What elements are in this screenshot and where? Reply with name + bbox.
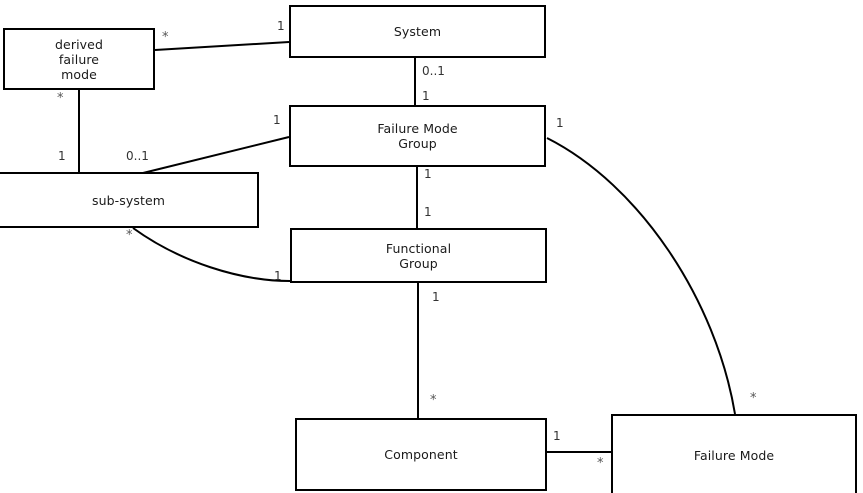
- edge-sub-system-failure-mode-group: [142, 136, 290, 174]
- multiplicity-functional-group-failure-mode-group: 1: [424, 205, 432, 219]
- node-functional-group[interactable]: Functional Group: [290, 228, 547, 283]
- node-label-functional-group: Functional Group: [385, 240, 452, 271]
- node-label-failure-mode: Failure Mode: [693, 447, 775, 463]
- multiplicity-derived-failure-mode-sub-system: *: [57, 91, 64, 106]
- node-label-failure-mode-group: Failure Mode Group: [377, 121, 458, 151]
- node-label-derived-failure-mode: derived failure mode: [55, 36, 103, 82]
- edge-derived-failure-mode-system: [154, 41, 290, 51]
- multiplicity-sub-system-functional-group: *: [126, 228, 133, 243]
- multiplicity-functional-group-component: 1: [432, 290, 440, 304]
- multiplicity-derived-failure-mode-system: *: [162, 30, 169, 45]
- multiplicity-failure-mode-group-functional-group: 1: [424, 167, 432, 181]
- node-system[interactable]: System: [289, 5, 546, 58]
- multiplicity-failure-mode-failure-mode-group: *: [750, 391, 757, 406]
- multiplicity-system-failure-mode-group: 0..1: [422, 64, 445, 78]
- multiplicity-failure-mode-group-failure-mode: 1: [556, 116, 564, 130]
- multiplicity-failure-mode-group-sub-system: 1: [273, 113, 281, 127]
- multiplicity-system-derived-failure-mode: 1: [277, 19, 285, 33]
- multiplicity-failure-mode-component: *: [597, 456, 604, 471]
- node-failure-mode[interactable]: Failure Mode: [611, 414, 857, 493]
- multiplicity-functional-group-sub-system: 1: [274, 269, 282, 283]
- node-label-component: Component: [384, 447, 458, 462]
- multiplicity-component-functional-group: *: [430, 393, 437, 408]
- node-failure-mode-group[interactable]: Failure Mode Group: [289, 105, 546, 167]
- multiplicity-sub-system-derived-failure-mode: 1: [58, 149, 66, 163]
- multiplicity-failure-mode-group-system: 1: [422, 89, 430, 103]
- node-label-system: System: [393, 24, 442, 39]
- multiplicity-sub-system-failure-mode-group: 0..1: [126, 149, 149, 163]
- multiplicity-component-failure-mode: 1: [553, 429, 561, 443]
- edge-failure-mode-group-failure-mode: [546, 137, 736, 415]
- node-sub-system[interactable]: sub-system: [0, 172, 259, 228]
- node-derived-failure-mode[interactable]: derived failure mode: [3, 28, 155, 90]
- node-label-sub-system: sub-system: [91, 192, 166, 208]
- node-component[interactable]: Component: [295, 418, 547, 491]
- edge-sub-system-functional-group: [132, 227, 291, 282]
